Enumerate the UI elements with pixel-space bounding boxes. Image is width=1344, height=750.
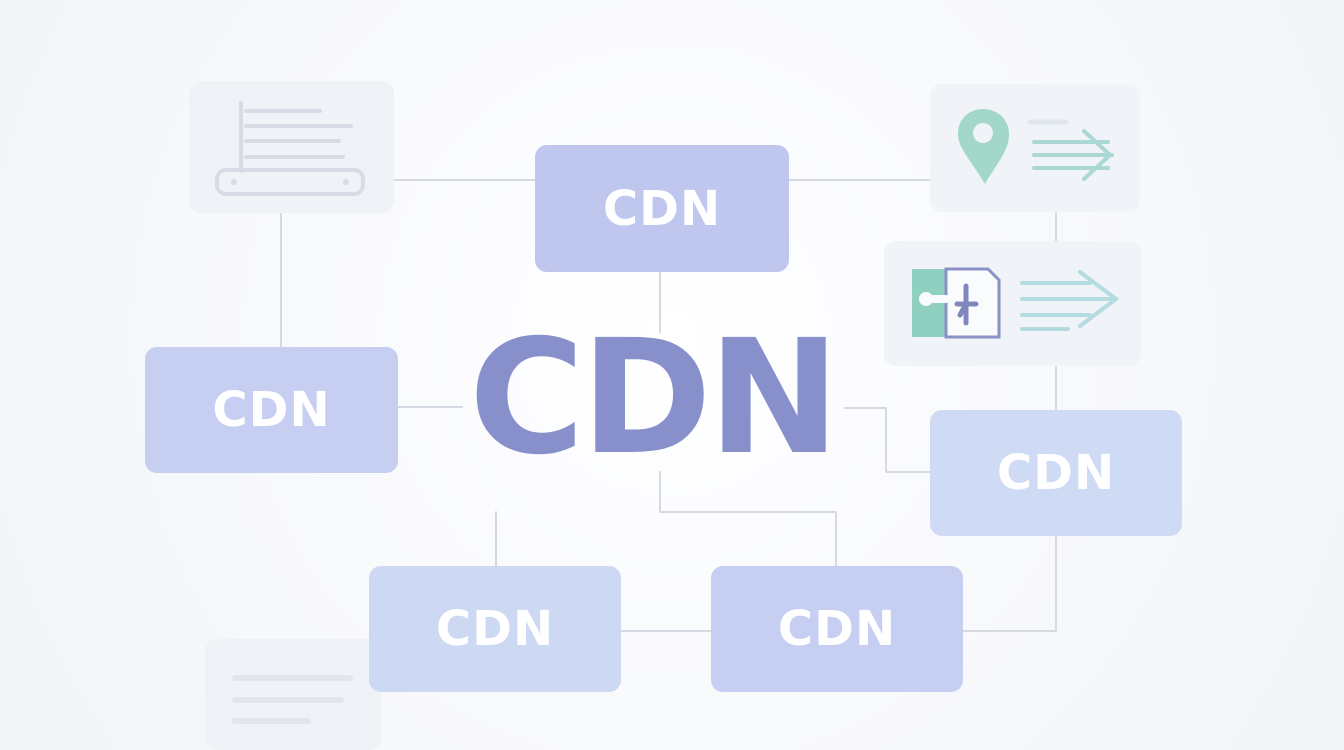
network-status-card xyxy=(930,84,1140,212)
cdn-node-label: CDN xyxy=(996,445,1116,501)
cdn-node-bottom-left: CDN xyxy=(369,566,621,692)
cdn-node-right: CDN xyxy=(930,410,1182,536)
server-rack-icon xyxy=(215,101,365,196)
cdn-node-label: CDN xyxy=(777,601,897,657)
cdn-node-label: CDN xyxy=(212,382,331,438)
document-transfer-card xyxy=(884,241,1141,366)
cdn-node-label: CDN xyxy=(435,601,555,657)
cdn-node-label: CDN xyxy=(602,180,722,237)
cdn-node-bottom-right: CDN xyxy=(711,566,963,692)
text-card xyxy=(205,639,381,750)
text-lines-icon xyxy=(232,675,353,724)
cdn-node-left: CDN xyxy=(145,347,398,473)
connector-line xyxy=(962,535,1057,632)
server-card xyxy=(189,81,394,213)
location-pin-icon xyxy=(958,109,1114,184)
connector-line xyxy=(844,407,931,473)
forward-arrows-icon xyxy=(1020,270,1120,331)
cdn-node-top: CDN xyxy=(535,145,789,272)
document-card-icon xyxy=(912,267,1001,339)
center-cdn-title: CDN xyxy=(468,306,840,490)
